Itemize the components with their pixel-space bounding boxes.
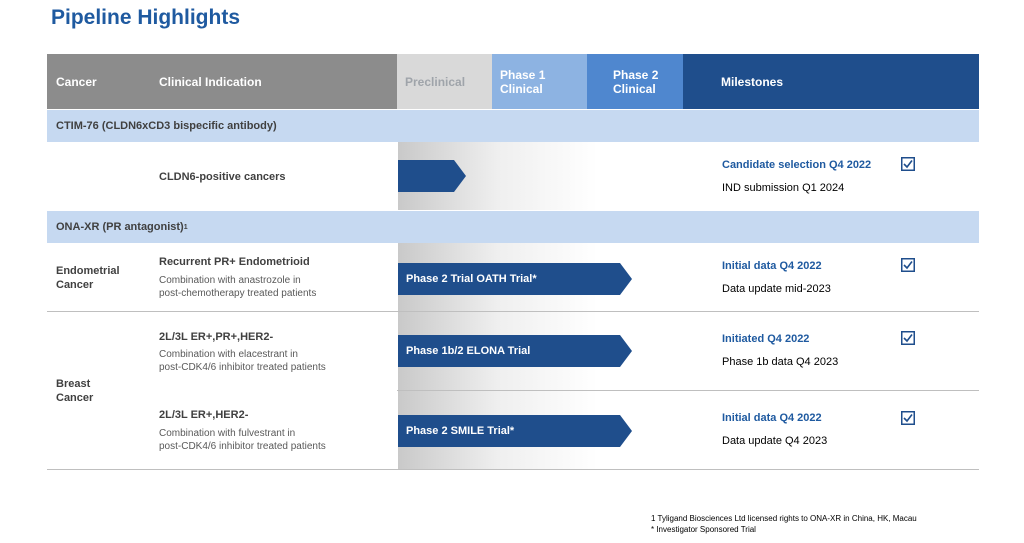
checked-box-icon xyxy=(901,157,915,171)
progress-arrow: Phase 1b/2 ELONA Trial xyxy=(398,335,632,367)
indication-title: 2L/3L ER+,HER2- xyxy=(159,409,249,421)
header-cancer: Cancer xyxy=(56,74,97,89)
milestone-secondary: Data update mid-2023 xyxy=(722,283,831,295)
milestone-primary: Initial data Q4 2022 xyxy=(722,412,822,424)
trial-label: Phase 2 SMILE Trial* xyxy=(406,425,515,437)
footnote: * Investigator Sponsored Trial xyxy=(651,525,756,534)
row-divider xyxy=(47,311,979,312)
milestone-secondary: Data update Q4 2023 xyxy=(722,435,828,447)
program-band: ONA-XR (PR antagonist)1 xyxy=(47,211,979,243)
header-milestones: Milestones xyxy=(683,54,979,109)
header-indication: Clinical Indication xyxy=(159,74,262,89)
indication-title: Recurrent PR+ Endometrioid xyxy=(159,256,310,268)
footnote-marker: 1 xyxy=(183,223,188,231)
indication-title: CLDN6-positive cancers xyxy=(159,171,286,183)
program-band: CTIM-76 (CLDN6xCD3 bispecific antibody) xyxy=(47,110,979,142)
program-name: CTIM-76 (CLDN6xCD3 bispecific antibody) xyxy=(56,120,277,132)
row-divider xyxy=(397,390,979,391)
progress-arrow: Phase 2 SMILE Trial* xyxy=(398,415,632,447)
milestone-primary: Candidate selection Q4 2022 xyxy=(722,159,872,171)
trial-label: Phase 1b/2 ELONA Trial xyxy=(406,345,531,357)
trial-label: Phase 2 Trial OATH Trial* xyxy=(406,273,537,285)
milestone-primary: Initial data Q4 2022 xyxy=(722,260,822,272)
milestone-primary: Initiated Q4 2022 xyxy=(722,333,810,345)
footnote: 1 Tyligand Biosciences Ltd licensed righ… xyxy=(651,514,917,523)
milestone-secondary: Phase 1b data Q4 2023 xyxy=(722,356,839,368)
checked-box-icon xyxy=(901,331,915,345)
table-bottom-rule xyxy=(47,469,979,470)
indication-title: 2L/3L ER+,PR+,HER2- xyxy=(159,331,274,343)
page-title: Pipeline Highlights xyxy=(51,6,241,29)
program-name: ONA-XR (PR antagonist) xyxy=(56,221,184,233)
header-left: Cancer Clinical Indication xyxy=(47,54,397,109)
header-preclinical: Preclinical xyxy=(397,54,492,109)
progress-arrow xyxy=(398,160,466,192)
milestone-secondary: IND submission Q1 2024 xyxy=(722,182,845,194)
checked-box-icon xyxy=(901,411,915,425)
checked-box-icon xyxy=(901,258,915,272)
progress-arrow: Phase 2 Trial OATH Trial* xyxy=(398,263,632,295)
